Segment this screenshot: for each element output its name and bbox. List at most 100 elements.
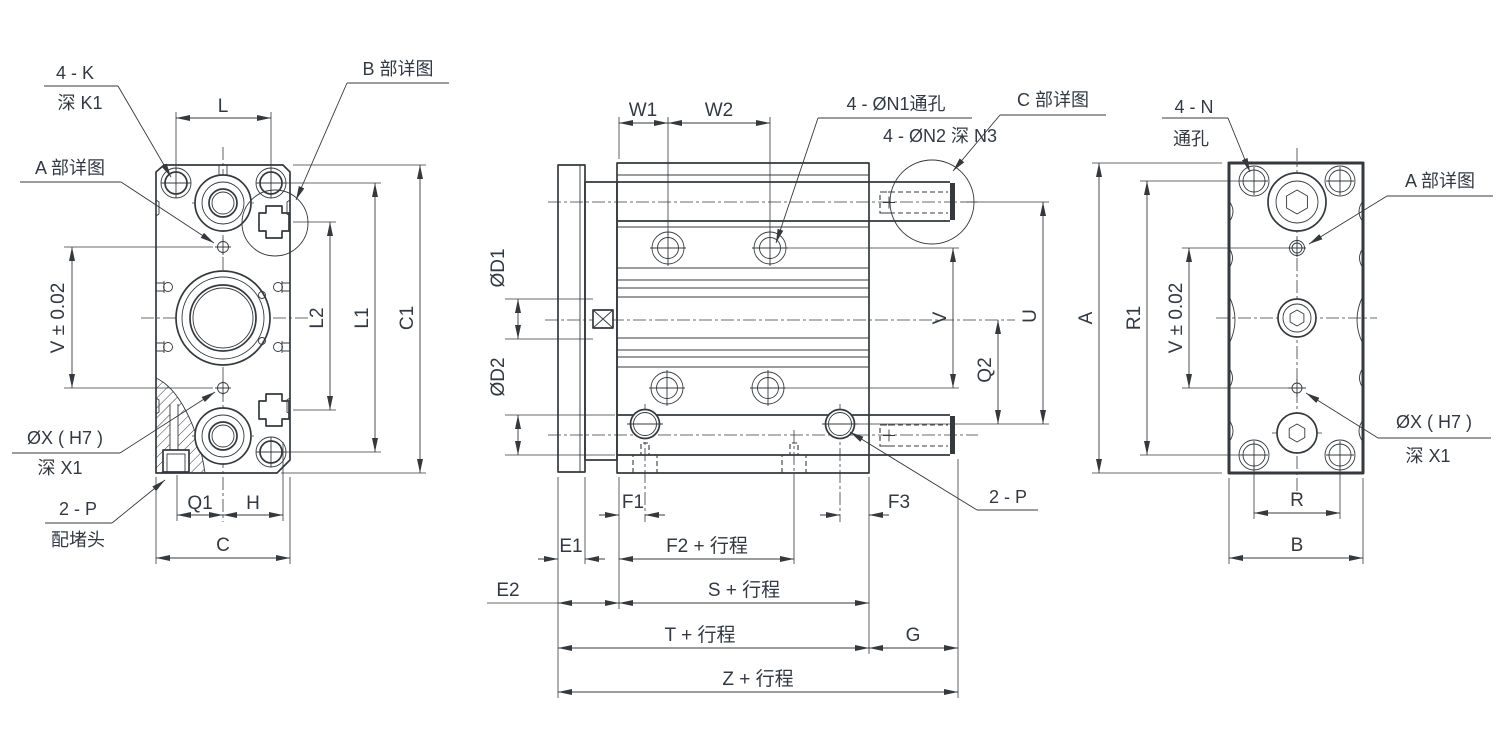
- dim-label-V-right: V ± 0.02: [1166, 283, 1187, 354]
- label-N1-text: 4 - ØN1通孔: [846, 94, 945, 114]
- air-ports: [627, 408, 858, 440]
- dim-label-Z: Z + 行程: [722, 668, 793, 690]
- dim-label-D1: ØD1: [488, 248, 509, 287]
- dim-label-G: G: [906, 625, 921, 646]
- left-view: L V ± 0.02 L2 L1 C1 Q1: [12, 59, 449, 564]
- dim-E1-F2: E1 F2 + 行程: [538, 477, 795, 698]
- label-4K: 4 - K 深 K1: [44, 63, 172, 178]
- dim-label-F1: F1: [622, 492, 644, 513]
- dim-label-A: A: [1076, 311, 1097, 324]
- guide-rod-top: [869, 181, 955, 222]
- label-detail-A-left: A 部详图: [20, 158, 215, 244]
- dim-L2: L2: [293, 221, 336, 411]
- label-4N-through: 通孔: [1173, 129, 1209, 149]
- dim-label-C: C: [216, 535, 230, 556]
- dim-label-Q1: Q1: [187, 493, 212, 514]
- dim-label-B: B: [1291, 535, 1304, 556]
- label-4K-text: 4 - K: [56, 63, 94, 83]
- label-X-hole-left: ØX ( H7 ) 深 X1: [12, 391, 216, 478]
- slot-cutout-bottom: [258, 393, 290, 427]
- dim-Z: Z + 行程: [558, 668, 958, 695]
- dim-V-left: V ± 0.02: [48, 246, 213, 389]
- dim-label-C1: C1: [397, 306, 418, 330]
- cylinder-bore: [175, 270, 271, 366]
- dim-label-H: H: [246, 493, 260, 514]
- dim-label-V-left: V ± 0.02: [48, 283, 69, 354]
- dim-A: A: [1076, 162, 1222, 474]
- k-counterbore-holes: [160, 167, 287, 468]
- dim-E2-S: E2 S + 行程: [487, 579, 869, 606]
- guide-rod-bushing-top: [194, 174, 252, 232]
- dim-label-U: U: [1020, 309, 1041, 323]
- dim-R: R: [1253, 463, 1341, 519]
- dim-V-right: V ± 0.02: [1166, 247, 1289, 389]
- dim-label-F2: F2 + 行程: [666, 535, 748, 557]
- dim-C: C: [155, 477, 291, 564]
- dim-D1: ØD1: [488, 248, 593, 340]
- dim-D2: ØD2: [488, 357, 615, 456]
- label-detail-B-text: B 部详图: [362, 59, 433, 79]
- dim-U: U: [962, 201, 1049, 424]
- dim-label-L: L: [218, 96, 229, 117]
- dim-label-L2: L2: [307, 307, 328, 328]
- label-N2-text: 4 - ØN2 深 N3: [883, 126, 997, 146]
- dim-V-front: V: [775, 247, 959, 389]
- dim-label-Q2: Q2: [975, 357, 996, 382]
- guide-rod-bushing-bottom: [194, 407, 252, 465]
- cylinder-body: [616, 162, 870, 474]
- label-2P-plug: 配堵头: [51, 530, 105, 550]
- right-view: A R1 V ± 0.02 R B 4 - N 通孔: [1076, 97, 1493, 564]
- label-detail-A-left-text: A 部详图: [35, 158, 105, 178]
- dim-C1: C1: [281, 164, 426, 474]
- dim-label-E1: E1: [559, 536, 582, 557]
- label-2P-left-text: 2 - P: [59, 499, 97, 519]
- label-X-left-text: ØX ( H7 ): [27, 428, 103, 448]
- dim-label-E2: E2: [496, 580, 519, 601]
- side-pins: [156, 281, 290, 353]
- label-detail-C: C 部详图: [952, 90, 1106, 172]
- label-2P-left: 2 - P 配堵头: [45, 479, 166, 550]
- label-X-right-depth: 深 X1: [1405, 446, 1450, 466]
- dim-label-D2: ØD2: [488, 357, 509, 396]
- label-N1-N2: 4 - ØN1通孔 4 - ØN2 深 N3: [775, 94, 997, 244]
- label-detail-A-right: A 部详图: [1308, 171, 1493, 245]
- front-view: W1 W2 ØD1 ØD2 V Q2 U: [487, 90, 1106, 698]
- label-detail-B: B 部详图: [295, 59, 449, 201]
- label-X-hole-right: ØX ( H7 ) 深 X1: [1305, 392, 1491, 466]
- label-detail-A-right-text: A 部详图: [1405, 171, 1475, 191]
- left-body-outline: [155, 164, 291, 474]
- dim-B: B: [1228, 478, 1364, 564]
- dim-label-F3: F3: [888, 492, 910, 513]
- label-X-right-text: ØX ( H7 ): [1396, 412, 1472, 432]
- label-detail-C-text: C 部详图: [1017, 90, 1089, 110]
- label-4N-text: 4 - N: [1174, 97, 1213, 117]
- rod-end-top: [1267, 172, 1327, 232]
- dim-Q1-H: Q1 H: [176, 442, 284, 521]
- dim-L: L: [175, 96, 272, 170]
- dim-L1: L1: [286, 182, 381, 453]
- dim-W1-W2: W1 W2: [618, 100, 771, 235]
- dim-label-S: S + 行程: [708, 579, 780, 601]
- dim-label-L1: L1: [352, 307, 373, 328]
- label-4K-depth: 深 K1: [57, 93, 102, 113]
- label-2P-front: 2 - P: [849, 431, 1038, 511]
- rod-end-bottom: [1276, 412, 1318, 454]
- right-body-outline: [1227, 161, 1365, 475]
- guide-rod-bottom: [869, 414, 955, 456]
- dim-label-W1: W1: [629, 100, 658, 121]
- n-through-holes: [1238, 165, 1356, 471]
- label-X-left-depth: 深 X1: [37, 458, 82, 478]
- label-4N: 4 - N 通孔: [1162, 97, 1251, 173]
- dim-label-R: R: [1290, 490, 1304, 511]
- hidden-slot-1: [632, 442, 658, 473]
- dim-label-R1: R1: [1124, 306, 1145, 330]
- dim-label-W2: W2: [705, 100, 734, 121]
- dim-F1-F3: F1 F3: [599, 477, 910, 654]
- dim-label-V-front: V: [930, 311, 951, 324]
- dim-Q2: Q2: [858, 320, 1049, 425]
- detail-b-circle: [241, 189, 309, 257]
- rod-end-center: [1277, 298, 1317, 338]
- dim-R1: R1: [1124, 180, 1246, 456]
